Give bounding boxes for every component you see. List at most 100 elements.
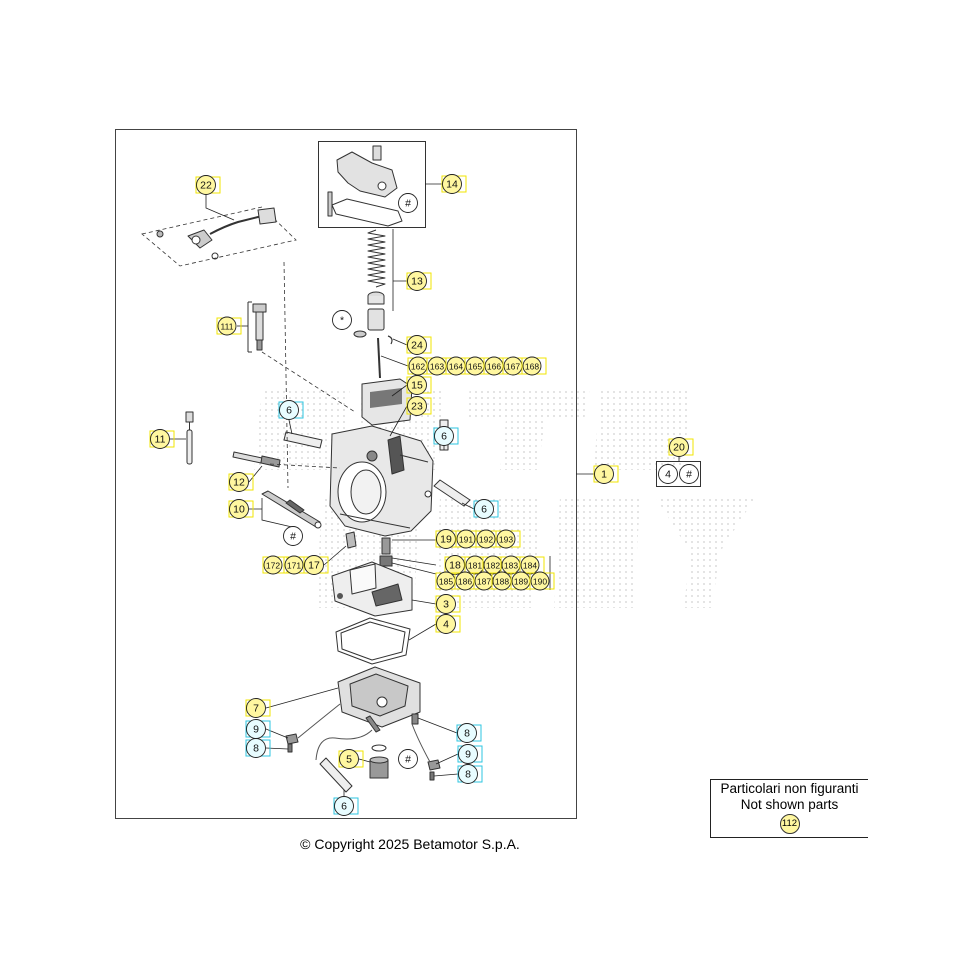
carburetor-body[interactable] [329, 425, 434, 537]
callout-193[interactable]: 193 [495, 529, 521, 549]
callout-circle[interactable] [407, 335, 427, 355]
callout-circle[interactable] [339, 749, 359, 769]
callout-17[interactable]: 17 [303, 555, 329, 575]
callout-190[interactable]: 190 [529, 571, 555, 591]
callout-circle[interactable] [496, 529, 516, 549]
callout-164[interactable]: 164 [445, 356, 471, 376]
callout-20[interactable]: 20 [668, 437, 694, 457]
callout-4[interactable]: 4 [435, 614, 461, 634]
callout-circle[interactable] [332, 310, 352, 330]
bowl-screws[interactable] [285, 713, 441, 781]
callout-circle[interactable] [679, 464, 699, 484]
drain-plug[interactable] [369, 744, 389, 779]
callout-8[interactable]: 8 [245, 738, 271, 758]
callout-4[interactable]: 4 [658, 464, 678, 484]
callout-circle[interactable] [334, 796, 354, 816]
callout-circle[interactable] [407, 396, 427, 416]
callout-circle[interactable] [229, 472, 249, 492]
callout-circle[interactable] [304, 555, 324, 575]
mixture-screw[interactable] [232, 451, 281, 468]
callout-191[interactable]: 191 [455, 529, 481, 549]
callout-circle[interactable] [279, 400, 299, 420]
callout-circle[interactable] [458, 764, 478, 784]
callout-circle[interactable] [594, 464, 614, 484]
needle-holder[interactable] [367, 308, 385, 331]
callout-hash[interactable]: # [398, 193, 418, 213]
spring-seat[interactable] [367, 291, 385, 305]
callout-circle[interactable] [246, 738, 266, 758]
idle-adjust-screw[interactable] [261, 490, 322, 529]
callout-168[interactable]: 168 [521, 356, 547, 376]
callout-circle[interactable] [669, 437, 689, 457]
callout-circle[interactable] [263, 555, 283, 575]
callout-7[interactable]: 7 [245, 698, 271, 718]
callout-circle[interactable] [530, 571, 550, 591]
callout-24[interactable]: 24 [406, 335, 432, 355]
drain-hose-bottom[interactable] [319, 757, 353, 793]
callout-3[interactable]: 3 [435, 594, 461, 614]
callout-184[interactable]: 184 [519, 555, 545, 575]
callout-6[interactable]: 6 [333, 796, 359, 816]
callout-circle[interactable] [398, 193, 418, 213]
callout-8[interactable]: 8 [456, 723, 482, 743]
callout-22[interactable]: 22 [195, 175, 221, 195]
callout-circle[interactable] [456, 529, 476, 549]
callout-6[interactable]: 6 [278, 400, 304, 420]
callout-circle[interactable] [407, 271, 427, 291]
callout-hash[interactable]: # [398, 749, 418, 769]
overflow-wire[interactable] [315, 729, 373, 761]
callout-circle[interactable] [196, 175, 216, 195]
callout-163[interactable]: 163 [426, 356, 452, 376]
callout-hash[interactable]: # [679, 464, 699, 484]
callout-circle[interactable] [458, 744, 478, 764]
callout-6[interactable]: 6 [433, 426, 459, 446]
callout-166[interactable]: 166 [483, 356, 509, 376]
callout-9[interactable]: 9 [457, 744, 483, 764]
callout-circle[interactable] [284, 555, 304, 575]
callout-circle[interactable] [150, 429, 170, 449]
callout-15[interactable]: 15 [406, 375, 432, 395]
callout-circle[interactable] [436, 614, 456, 634]
callout-1[interactable]: 1 [593, 464, 619, 484]
vent-hose-upper-left[interactable] [283, 431, 323, 449]
throttle-top-cap-assembly[interactable] [318, 141, 426, 228]
callout-5[interactable]: 5 [338, 749, 364, 769]
float-bowl-gasket[interactable] [335, 617, 411, 665]
throttle-slide[interactable] [361, 378, 413, 426]
callout-asterisk[interactable]: * [332, 310, 352, 330]
callout-12[interactable]: 12 [228, 472, 254, 492]
callout-circle[interactable] [434, 426, 454, 446]
callout-14[interactable]: 14 [441, 174, 467, 194]
callout-13[interactable]: 13 [406, 271, 432, 291]
callout-circle[interactable] [476, 529, 496, 549]
callout-circle[interactable] [658, 464, 678, 484]
callout-circle[interactable] [474, 499, 494, 519]
float-assembly[interactable] [331, 561, 413, 617]
pilot-jet[interactable] [345, 531, 357, 549]
main-jet[interactable] [379, 555, 393, 567]
float-bowl[interactable] [337, 666, 421, 733]
callout-10[interactable]: 10 [228, 499, 254, 519]
callout-circle[interactable] [436, 594, 456, 614]
callout-circle[interactable] [217, 316, 237, 336]
callout-circle[interactable] [246, 698, 266, 718]
callout-circle[interactable] [522, 356, 542, 376]
callout-11[interactable]: 11 [149, 429, 175, 449]
callout-circle[interactable] [398, 749, 418, 769]
breather-wire-left[interactable] [297, 703, 341, 739]
breather-wire-right[interactable] [411, 723, 431, 763]
callout-111[interactable]: 111 [216, 316, 242, 336]
callout-189[interactable]: 189 [510, 571, 536, 591]
callout-188[interactable]: 188 [491, 571, 517, 591]
needle-clip[interactable] [387, 335, 393, 345]
callout-circle[interactable] [442, 174, 462, 194]
needle-jet[interactable] [381, 537, 391, 555]
callout-hash[interactable]: # [283, 526, 303, 546]
callout-23[interactable]: 23 [406, 396, 432, 416]
vent-hose-right[interactable] [433, 479, 471, 507]
needle-washer[interactable] [353, 330, 367, 338]
callout-6[interactable]: 6 [473, 499, 499, 519]
callout-19[interactable]: 19 [435, 529, 461, 549]
jet-needle[interactable] [377, 337, 381, 379]
callout-circle[interactable] [229, 499, 249, 519]
